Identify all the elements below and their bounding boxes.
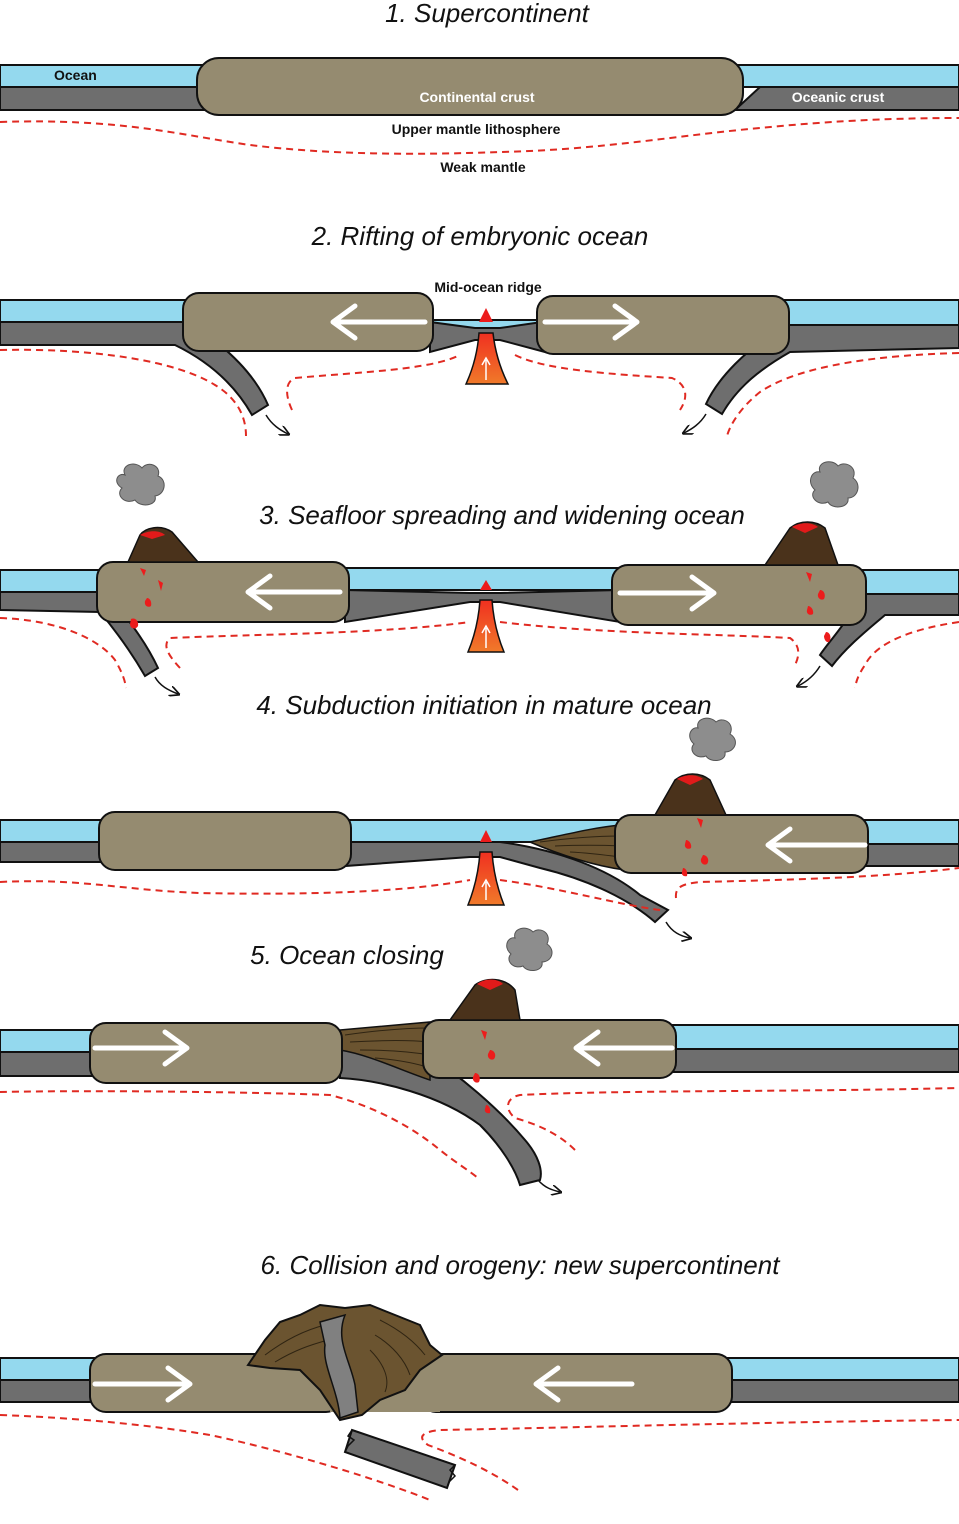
stage-4-subduction-initiation: 4. Subduction initiation in mature ocean [0, 690, 959, 938]
subduction-arrow-icon [537, 1179, 560, 1192]
ocean-right [669, 1024, 959, 1050]
mantle-boundary [726, 352, 959, 437]
label-mid-ocean-ridge: Mid-ocean ridge [434, 279, 542, 295]
motion-arrow-icon [92, 1365, 193, 1403]
mantle-boundary [165, 621, 800, 669]
mantle-boundary [0, 1090, 479, 1179]
ocean-right [784, 299, 959, 326]
oceanic-crust-left [0, 841, 106, 863]
volcano-icon [126, 526, 200, 563]
stage-4-title: 4. Subduction initiation in mature ocean [256, 690, 711, 720]
subducting-slab [344, 841, 670, 924]
stage-2-rifting: 2. Rifting of embryonic ocean Mid-ocean … [0, 221, 959, 437]
magma-droplet-icon [130, 568, 831, 643]
ridge-peak [479, 308, 493, 322]
motion-arrow-icon [245, 573, 343, 611]
stage-1-supercontinent: 1. Supercontinent Ocean Continental crus… [0, 0, 959, 175]
ridge-peak [480, 830, 492, 842]
stage-6-title: 6. Collision and orogeny: new superconti… [261, 1250, 782, 1280]
mantle-boundary [0, 879, 661, 911]
mantle-boundary [0, 617, 127, 689]
motion-arrow-icon [765, 826, 868, 864]
smoke-plume-icon [116, 463, 165, 506]
oceanic-crust-left [0, 1379, 96, 1403]
oceanic-crust-right [669, 1048, 959, 1073]
mantle-boundary [421, 1419, 959, 1491]
motion-arrow-icon [617, 574, 717, 612]
subduction-arrow-icon [154, 676, 178, 694]
oceanic-crust-left [0, 86, 233, 111]
accretionary-wedge [339, 1021, 431, 1082]
stage-5-ocean-closing: 5. Ocean closing [0, 927, 959, 1192]
magma-droplet-icon [681, 818, 709, 877]
label-ocean: Ocean [54, 67, 97, 83]
continental-block [196, 57, 744, 116]
stage-3-title: 3. Seafloor spreading and widening ocean [259, 500, 745, 530]
stage-3-seafloor-spreading: 3. Seafloor spreading and widening ocean [0, 461, 959, 694]
motion-arrow-icon [92, 1029, 190, 1067]
oceanic-crust-left [0, 1051, 96, 1077]
continental-block-left [96, 561, 350, 623]
motion-arrow-icon [573, 1029, 675, 1067]
ocean-left [0, 64, 211, 88]
magma-droplet-icon [472, 1030, 496, 1114]
subduction-arrow-icon [684, 413, 707, 433]
mantle-boundary [674, 867, 959, 899]
subduction-arrow-icon [798, 665, 821, 686]
ocean-right [727, 1357, 959, 1381]
subduction-arrow-icon [265, 414, 288, 434]
oceanic-crust-right [732, 86, 959, 111]
ocean-right [859, 819, 959, 845]
ocean-left [0, 1357, 96, 1381]
volcano-icon [448, 978, 521, 1021]
mantle-boundary [286, 354, 687, 411]
continental-block-right [611, 564, 867, 626]
continental-block-left [98, 811, 352, 871]
mantle-boundary [0, 117, 959, 155]
continental-block-right [536, 295, 790, 355]
label-weak-mantle: Weak mantle [440, 159, 526, 175]
ocean-left [0, 819, 106, 843]
label-oceanic-crust: Oceanic crust [792, 89, 885, 105]
orogen-mountain-belt [246, 1303, 444, 1422]
mantle-boundary [0, 1414, 431, 1501]
smoke-plume-icon [810, 461, 859, 508]
mantle-boundary [507, 1087, 959, 1151]
stage-1-title: 1. Supercontinent [385, 0, 591, 28]
subducting-slab [339, 1038, 542, 1187]
oceanic-crust-right [859, 843, 959, 867]
stage-5-title: 5. Ocean closing [250, 940, 444, 970]
continental-block-left [89, 1022, 343, 1084]
ocean-left [0, 569, 106, 593]
smoke-plume-icon [506, 927, 553, 971]
stage-6-collision-orogeny: 6. Collision and orogeny: new superconti… [0, 1250, 959, 1501]
motion-arrow-icon [330, 303, 428, 341]
oceanic-crust-right [727, 1379, 959, 1403]
continental-block-right [614, 814, 869, 874]
stage-2-title: 2. Rifting of embryonic ocean [311, 221, 649, 251]
ocean-left [0, 299, 191, 323]
continental-block-left [182, 292, 434, 352]
motion-arrow-icon [542, 303, 640, 341]
suture-slab [319, 1313, 359, 1420]
mantle-boundary [854, 621, 959, 689]
label-upper-mantle: Upper mantle lithosphere [392, 121, 561, 137]
ocean-right [859, 569, 959, 595]
detached-slab [343, 1428, 457, 1490]
volcano-icon [763, 521, 840, 566]
ridge-peak [480, 580, 492, 590]
label-continental-crust: Continental crust [419, 89, 534, 105]
ocean-left [0, 1029, 96, 1053]
ocean-right [729, 64, 959, 88]
motion-arrow-icon [533, 1365, 635, 1403]
volcano-icon [653, 773, 728, 816]
smoke-plume-icon [689, 717, 736, 761]
subduction-arrow-icon [665, 921, 690, 938]
mantle-boundary [0, 348, 247, 437]
